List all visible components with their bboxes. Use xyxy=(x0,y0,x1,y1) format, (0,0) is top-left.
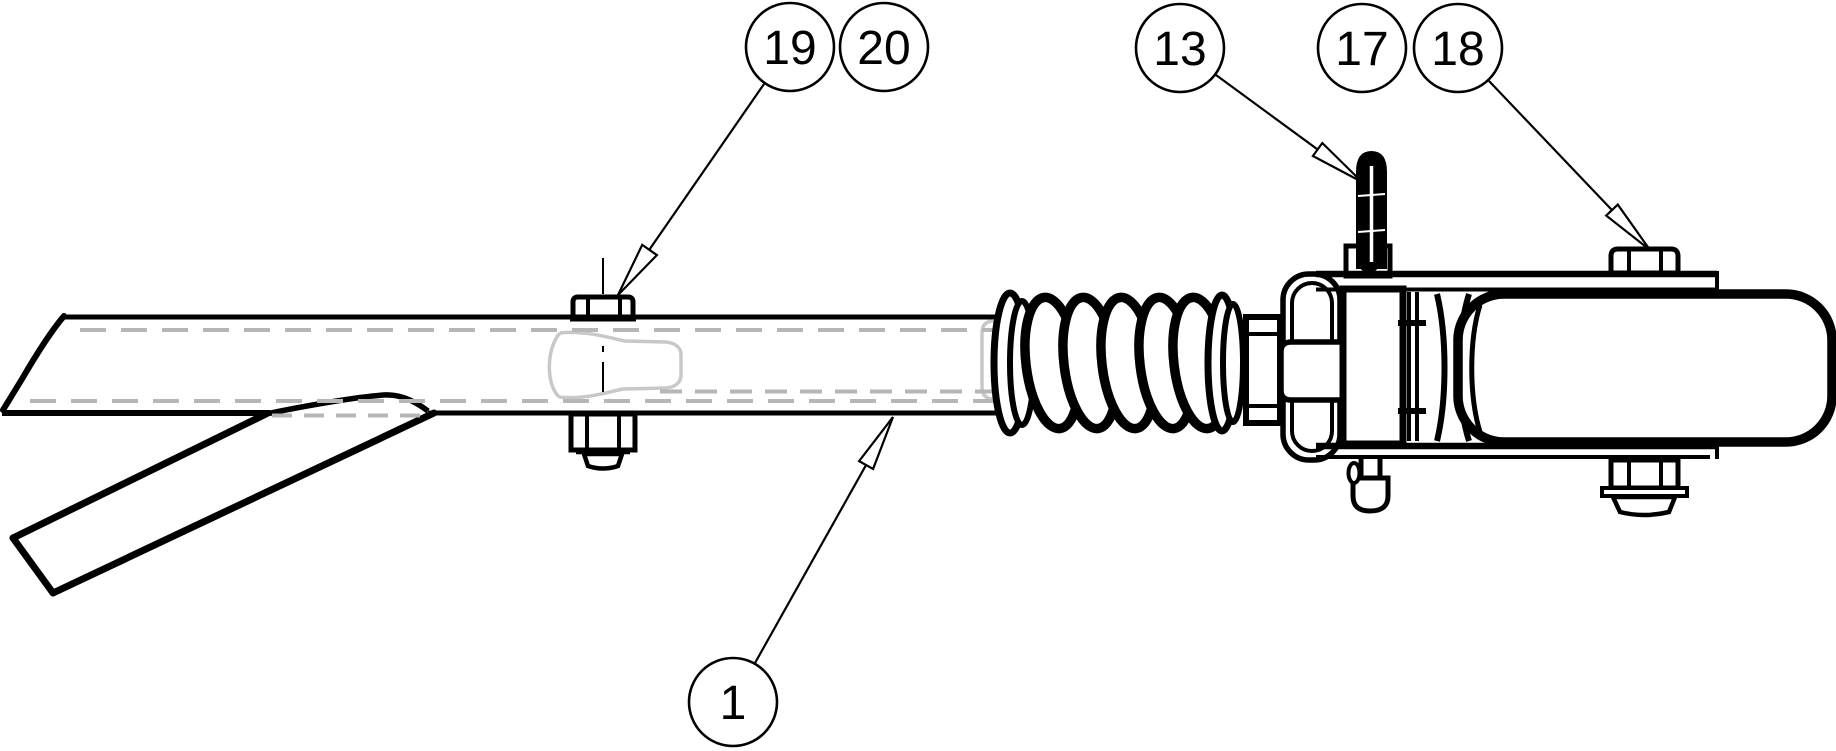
axle-bolt-tip xyxy=(1609,494,1679,518)
balloon-17: 17 xyxy=(1316,2,1408,94)
balloon-label: 18 xyxy=(1431,23,1484,76)
inner-rod-end xyxy=(980,319,1012,401)
clamp-nut xyxy=(568,411,638,453)
locking-pin-ridges xyxy=(1357,193,1386,233)
axle-nut-top xyxy=(1608,246,1681,276)
bracket-inner-plate-ticks xyxy=(1398,320,1426,414)
blade-lower-edge xyxy=(49,409,438,597)
balloon-1: 1 xyxy=(687,656,779,748)
bolt-tip xyxy=(580,451,626,471)
balloon-circle xyxy=(1134,2,1226,94)
balloon-circle xyxy=(744,1,836,93)
leader-arrow-17-18 xyxy=(1604,202,1651,251)
inner-tube-end-arc xyxy=(547,331,562,399)
roller-bracket-assembly xyxy=(1243,150,1836,518)
slide-block xyxy=(1339,285,1407,448)
leader-arrow-13 xyxy=(1311,141,1363,183)
balloon-18: 18 xyxy=(1412,2,1504,94)
balloon-13: 13 xyxy=(1134,2,1226,94)
leader-lines xyxy=(617,74,1651,664)
keel-roller xyxy=(1453,289,1836,447)
axle-nut-bottom-facets xyxy=(1627,462,1663,487)
bolt-head xyxy=(570,294,636,320)
blade-upper-edge xyxy=(9,410,270,542)
balloon-label: 1 xyxy=(720,677,747,730)
balloon-label: 13 xyxy=(1153,23,1206,76)
adapter-shaft xyxy=(1278,339,1348,403)
balloon-20: 20 xyxy=(838,1,930,93)
axle-nut-bottom xyxy=(1608,457,1681,491)
tube-chamfer-edge xyxy=(0,313,67,413)
bottom-pin-stem xyxy=(1358,459,1383,478)
handle-blade-end xyxy=(9,409,438,597)
balloon-circle xyxy=(687,656,779,748)
balloon-19: 19 xyxy=(744,1,836,93)
clamp-bolt-assembly xyxy=(568,258,638,471)
inner-tube-contour xyxy=(547,319,1012,401)
inner-tube-swage-bottom xyxy=(558,386,667,400)
balloon-circle xyxy=(838,1,930,93)
axle-nut-top-facets xyxy=(1627,251,1663,272)
keel-roller-inner-arc xyxy=(1469,304,1483,433)
compression-spring xyxy=(990,289,1246,437)
inner-tube-swage-top xyxy=(559,330,667,344)
bottom-pin-cotter xyxy=(1346,461,1362,485)
balloon-label: 17 xyxy=(1335,23,1388,76)
bolt-head-facets xyxy=(586,299,622,315)
blade-body xyxy=(13,412,436,593)
bracket-inner-plates xyxy=(1407,292,1419,441)
clamp-nut-facets xyxy=(585,416,621,448)
hex-adapter-facets xyxy=(1247,332,1279,408)
blade-end-cap xyxy=(9,534,57,597)
balloon-callouts: 19 20 13 17 18 1 xyxy=(687,1,1504,748)
balloon-label: 20 xyxy=(857,22,910,75)
leader-arrow-1 xyxy=(857,416,895,471)
balloon-label: 19 xyxy=(763,22,816,75)
roller-hub-left xyxy=(1434,293,1448,442)
bottom-pin xyxy=(1350,475,1391,514)
balloon-circle xyxy=(1316,2,1408,94)
leader-arrow-19-20 xyxy=(617,243,659,296)
inner-tube-neck xyxy=(665,340,683,390)
balloon-circle xyxy=(1412,2,1504,94)
bracket-straps xyxy=(1316,270,1719,459)
spring-rear-washer-inner xyxy=(1220,301,1246,425)
